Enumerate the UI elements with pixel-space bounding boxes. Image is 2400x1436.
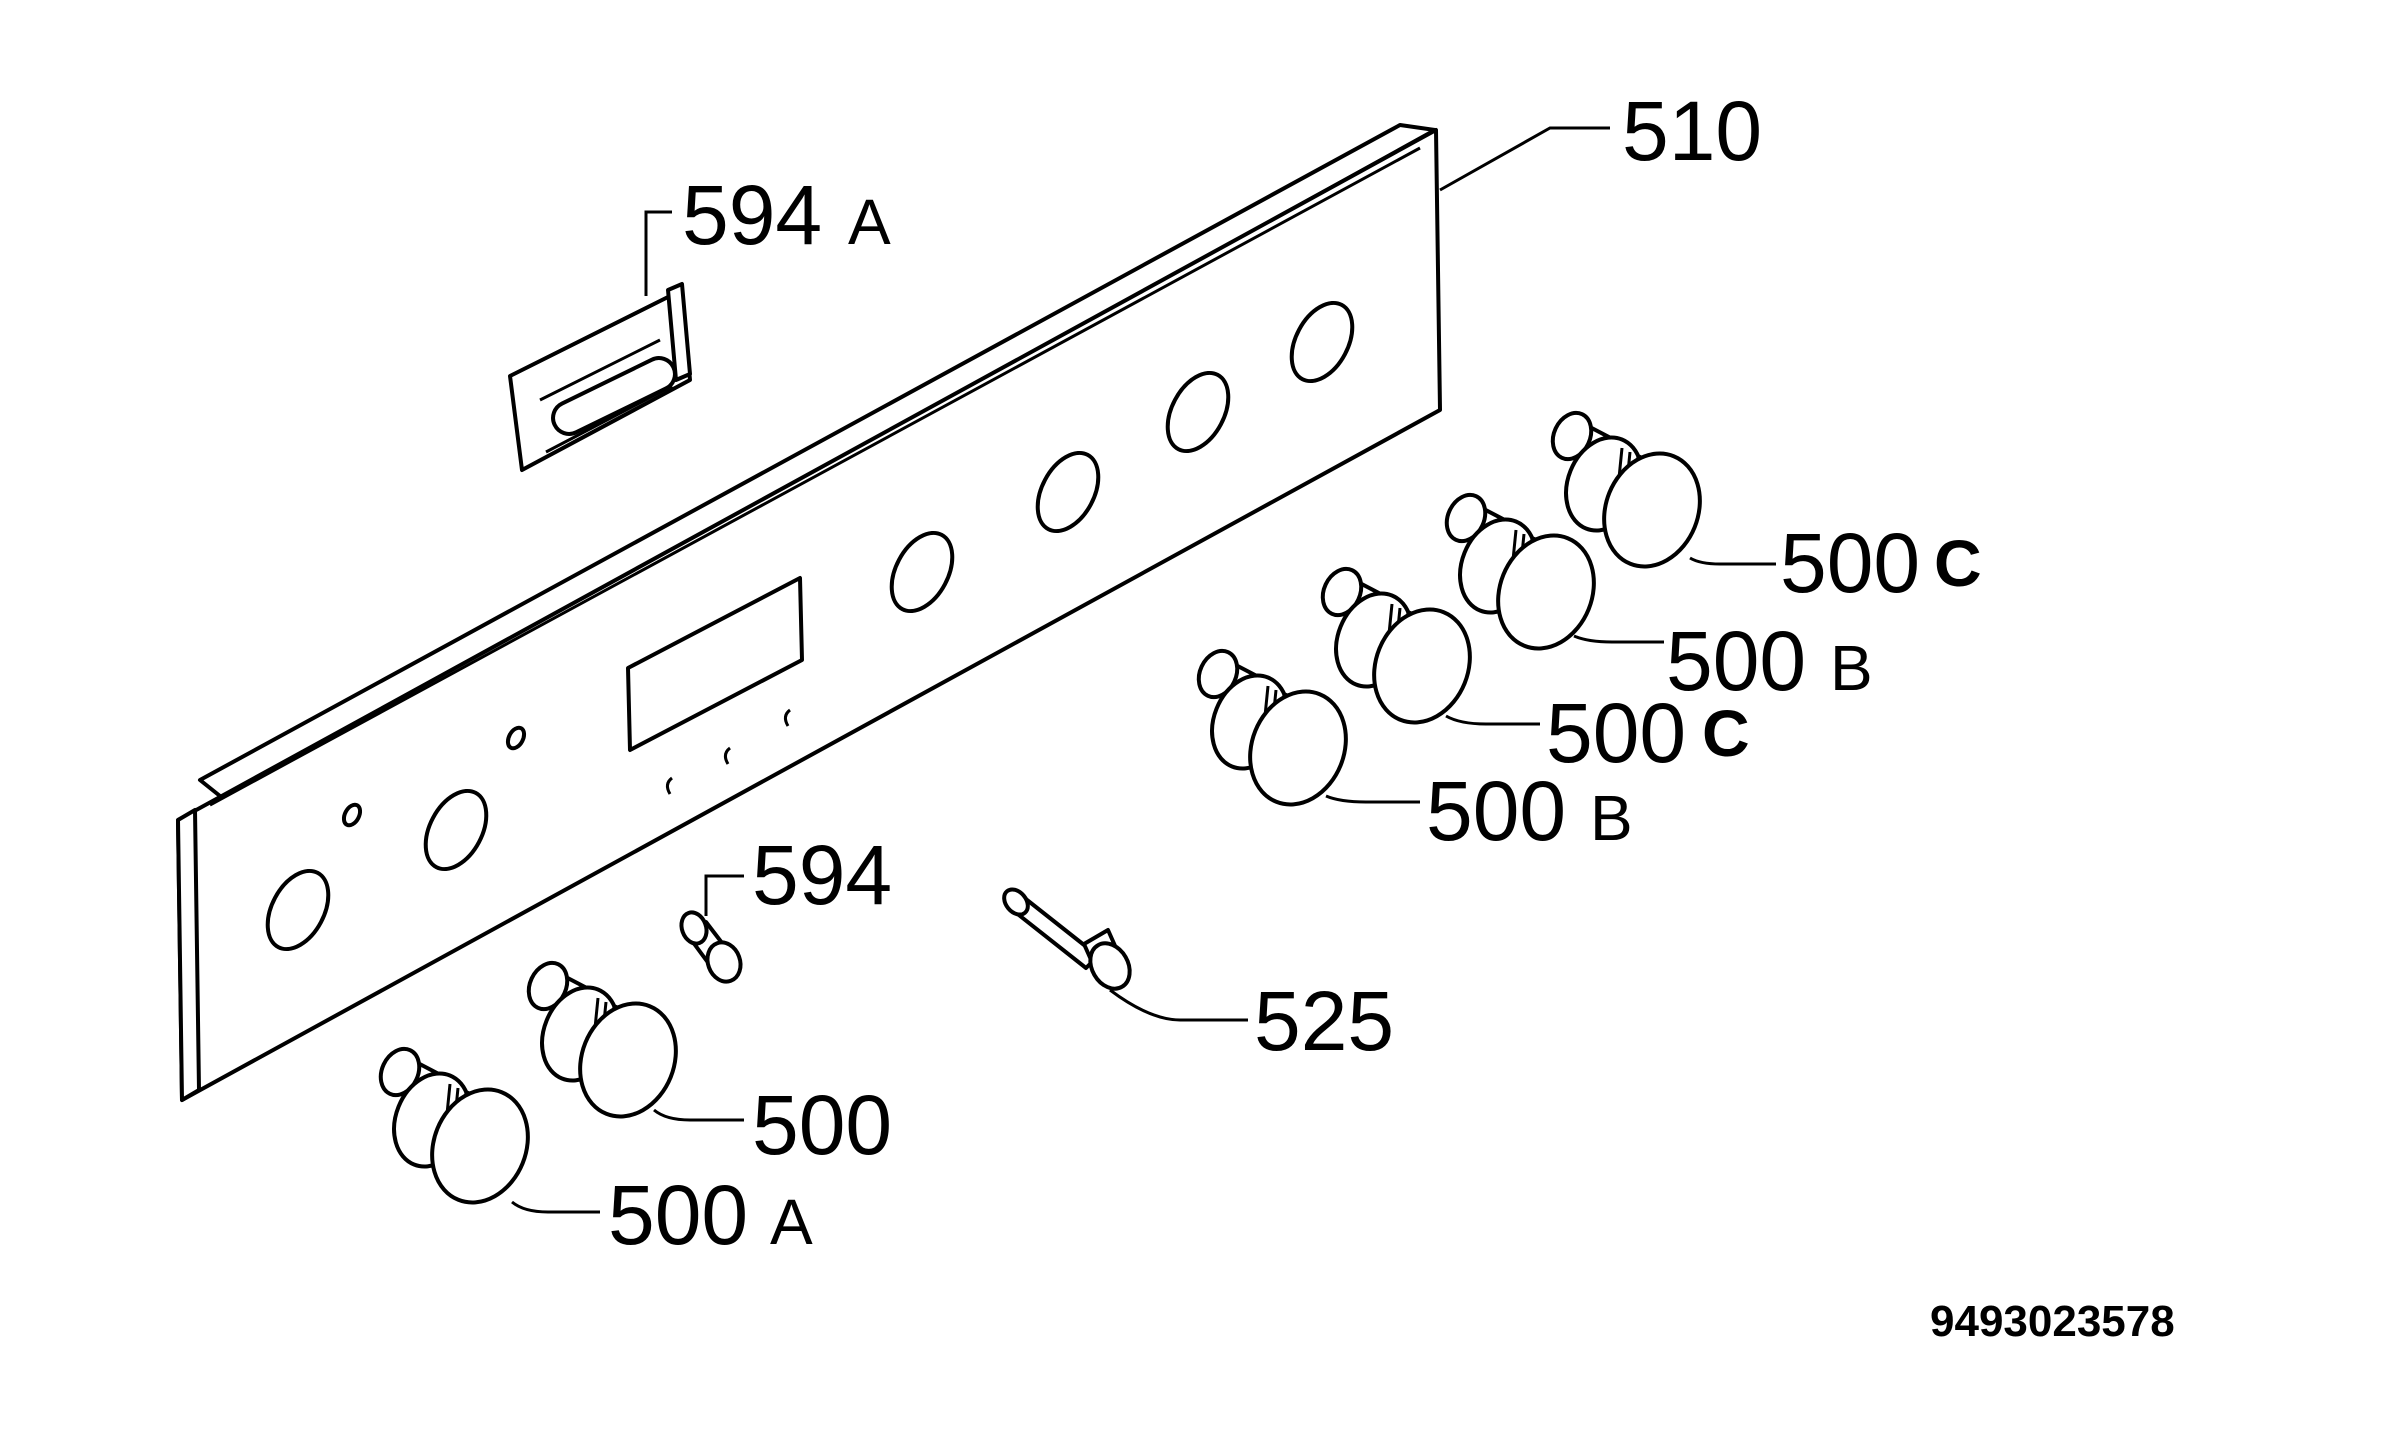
callout-500b-lower: 500 B bbox=[1426, 764, 1633, 858]
knob-500a bbox=[371, 1040, 547, 1220]
svg-text:B: B bbox=[1590, 782, 1633, 854]
callout-500a: 500 A bbox=[608, 1168, 813, 1262]
svg-text:525: 525 bbox=[1254, 974, 1394, 1068]
svg-text:500: 500 bbox=[752, 1078, 892, 1172]
svg-text:500: 500 bbox=[1780, 516, 1920, 610]
callout-594: 594 bbox=[752, 828, 892, 922]
leader-lines bbox=[511, 126, 1776, 1214]
svg-text:594: 594 bbox=[752, 828, 892, 922]
svg-text:594: 594 bbox=[682, 168, 822, 262]
spindle-525 bbox=[1002, 887, 1132, 991]
callout-500: 500 bbox=[752, 1078, 892, 1172]
svg-text:510: 510 bbox=[1622, 84, 1762, 178]
svg-text:500: 500 bbox=[1426, 764, 1566, 858]
callout-500b-top: 500 B bbox=[1666, 614, 1873, 708]
callout-525: 525 bbox=[1254, 974, 1394, 1068]
callout-500c-lower: 500 C bbox=[1546, 686, 1750, 780]
callout-510: 510 bbox=[1622, 84, 1762, 178]
document-code: 9493023578 bbox=[1930, 1297, 2175, 1346]
knob-500 bbox=[519, 954, 695, 1134]
callout-594a: 594 A bbox=[682, 168, 891, 262]
svg-text:500: 500 bbox=[1666, 614, 1806, 708]
plug-594 bbox=[679, 910, 743, 984]
svg-text:B: B bbox=[1830, 632, 1873, 704]
svg-text:C: C bbox=[1702, 696, 1750, 770]
callout-500c-top: 500 C bbox=[1780, 516, 1982, 610]
svg-text:500: 500 bbox=[608, 1168, 748, 1262]
svg-text:C: C bbox=[1934, 526, 1982, 600]
bracket-594a bbox=[508, 282, 692, 472]
knob-500b-2 bbox=[1189, 642, 1365, 822]
svg-text:A: A bbox=[770, 1186, 813, 1258]
control-panel-510 bbox=[176, 123, 1442, 1102]
svg-text:A: A bbox=[848, 186, 891, 258]
svg-text:500: 500 bbox=[1546, 686, 1686, 780]
